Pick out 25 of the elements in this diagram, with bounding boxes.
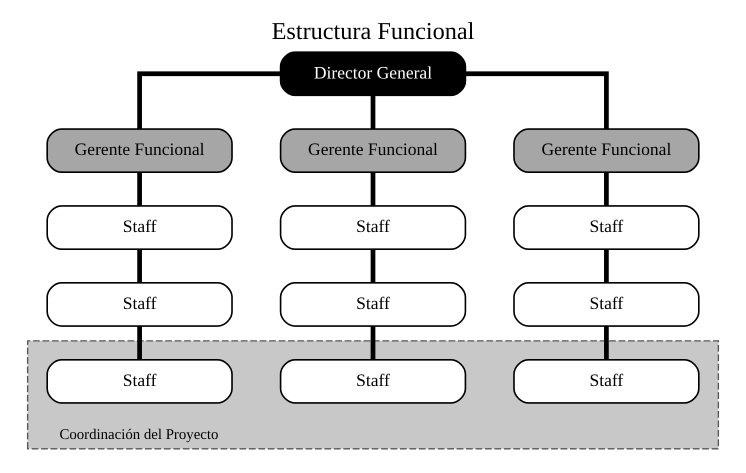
- connector: [466, 70, 609, 128]
- node-box: Staff: [280, 204, 466, 250]
- connector: [137, 70, 280, 128]
- connector: [137, 172, 142, 206]
- connector: [137, 326, 142, 360]
- connector: [370, 248, 376, 282]
- diagram-title: Estructura Funcional: [272, 18, 474, 45]
- connector: [370, 326, 376, 360]
- node-box: Staff: [280, 282, 466, 326]
- node-box: Staff: [280, 358, 466, 404]
- node-box: Director General: [280, 50, 466, 96]
- connector: [604, 248, 609, 282]
- node-box: Staff: [46, 358, 233, 404]
- node-box: Staff: [46, 204, 233, 250]
- connector: [137, 248, 142, 282]
- node-box: Gerente Funcional: [280, 128, 466, 173]
- node-box: Gerente Funcional: [513, 128, 700, 173]
- node-box: Staff: [513, 358, 700, 404]
- connector: [604, 172, 609, 206]
- node-box: Gerente Funcional: [46, 128, 233, 173]
- connector: [370, 95, 376, 129]
- node-box: Staff: [46, 282, 233, 326]
- node-box: Staff: [513, 282, 700, 326]
- connector: [370, 172, 376, 206]
- node-box: Staff: [513, 204, 700, 250]
